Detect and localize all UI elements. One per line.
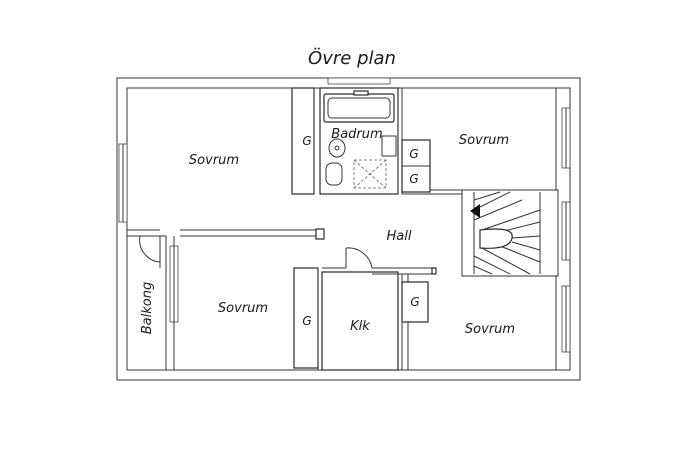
doors [139, 235, 373, 269]
staircase [470, 191, 541, 275]
wardrobe-label: G [410, 295, 419, 309]
wardrobe-label: G [302, 134, 311, 148]
stair-arrow-icon [470, 204, 480, 218]
room-label-bedroom-top-right: Sovrum [459, 133, 509, 148]
room-labels: Sovrum Badrum Sovrum Hall Balkong Sovrum… [140, 127, 515, 337]
room-label-hall: Hall [387, 229, 412, 244]
washbasin [328, 138, 346, 158]
sink-cabinet [381, 135, 397, 157]
room-label-bedroom-bottom-left: Sovrum [218, 301, 268, 316]
shower [353, 159, 387, 189]
plan-title: Övre plan [308, 47, 396, 69]
room-label-bathroom: Badrum [331, 127, 382, 142]
room-label-bedroom-bottom-right: Sovrum [465, 322, 515, 337]
bathroom-fixtures [323, 90, 397, 189]
room-label-bedroom-top-left: Sovrum [189, 153, 239, 168]
wardrobe-label: G [409, 172, 418, 186]
interior-walls [127, 87, 559, 371]
room-label-closet-klk: Klk [350, 319, 370, 334]
wardrobe-labels: G G G G G [302, 134, 419, 328]
wardrobe-label: G [409, 147, 418, 161]
room-label-balcony: Balkong [140, 282, 155, 334]
toilet [325, 162, 343, 186]
windows [118, 77, 571, 353]
wardrobe-label: G [302, 314, 311, 328]
